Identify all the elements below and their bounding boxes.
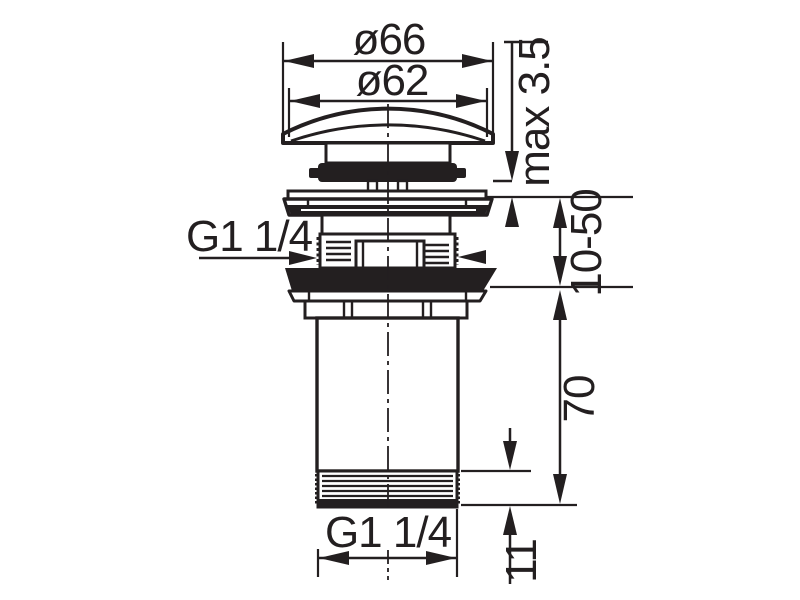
thread-hatch-right <box>424 243 449 265</box>
dim-label-cap-top-diameter: ø62 <box>356 56 429 105</box>
valve-upper-body <box>320 213 452 236</box>
leader-side-thread: G1 1/4 <box>186 212 486 265</box>
dim-cap-top: ø62 <box>287 56 489 137</box>
thread-label-bottom: G1 1/4 <box>325 508 452 557</box>
dim-label-bottom-thread-length: 11 <box>497 539 546 583</box>
overflow-window <box>354 239 426 270</box>
dim-label-clamping-range: 10-50 <box>562 189 611 297</box>
dim-label-max-clearance: max 3.5 <box>510 37 559 187</box>
dim-max-clearance: max 3.5 <box>493 37 559 227</box>
lock-nut <box>303 299 469 320</box>
rubber-gasket <box>285 268 497 291</box>
dim-bottom-thread-size: G1 1/4 <box>316 508 459 577</box>
dim-body-length: 70 <box>461 290 604 507</box>
side-thread-section <box>316 232 459 270</box>
dim-label-body-length: 70 <box>555 376 604 423</box>
seal-tab-left <box>309 168 320 178</box>
dim-cap-outer: ø66 <box>281 15 495 137</box>
thread-hatch-left <box>326 240 351 262</box>
dim-label-cap-outer-diameter: ø66 <box>353 15 426 64</box>
dim-bottom-thread: 11 <box>461 428 546 584</box>
seal-tab-right <box>455 168 466 178</box>
dim-clamping-range: 10-50 <box>486 189 633 297</box>
